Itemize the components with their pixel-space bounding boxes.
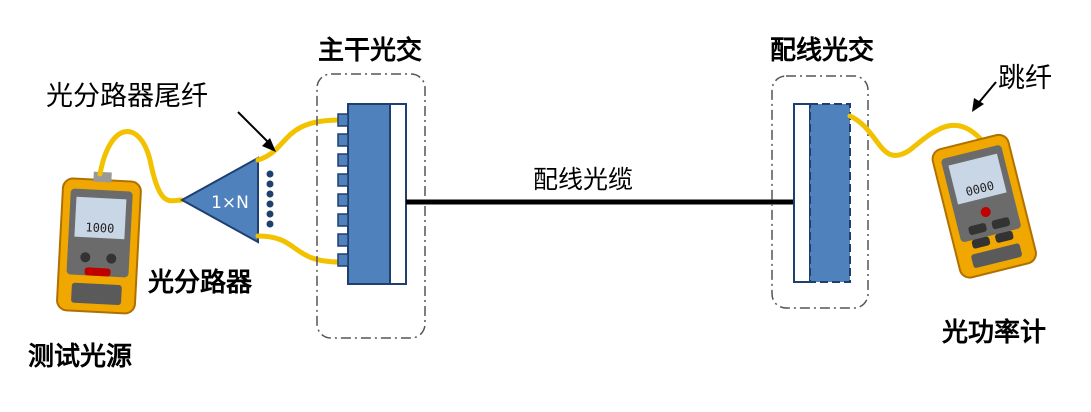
splitter-ratio: 1×N — [211, 193, 249, 213]
test-light-source-device: 1000 — [56, 171, 142, 315]
light-source-screen: 1000 — [85, 220, 115, 235]
splitter-triangle — [179, 156, 259, 244]
splitter-pigtail-top — [255, 117, 343, 163]
test-light-source-label: 测试光源 — [28, 342, 133, 372]
splitter-label: 光分路器 — [148, 268, 253, 298]
distribution-cable-label: 配线光缆 — [533, 165, 634, 194]
distribution-cross-connect-box — [771, 75, 869, 309]
optical-power-meter-device: 0000 — [931, 133, 1037, 279]
main-panel — [347, 103, 391, 285]
splitter-pigtail-bottom — [255, 233, 343, 265]
patch-cord-fiber — [847, 113, 993, 158]
light-source-fiber — [97, 129, 185, 204]
optical-power-meter-label: 光功率计 — [942, 318, 1047, 348]
distribution-cross-connect-label: 配线光交 — [770, 36, 875, 66]
main-cross-connect-label: 主干光交 — [318, 36, 423, 66]
power-meter-screen: 0000 — [964, 178, 995, 199]
distribution-panel — [809, 103, 851, 283]
splitter-ports — [266, 170, 274, 228]
main-cross-connect-box — [316, 73, 426, 339]
main-panel-ports — [337, 113, 349, 267]
pigtail-pointer-arrow — [237, 111, 273, 147]
patch-cord-label: 跳纤 — [998, 63, 1052, 94]
splitter-pigtail-label: 光分路器尾纤 — [46, 81, 208, 112]
